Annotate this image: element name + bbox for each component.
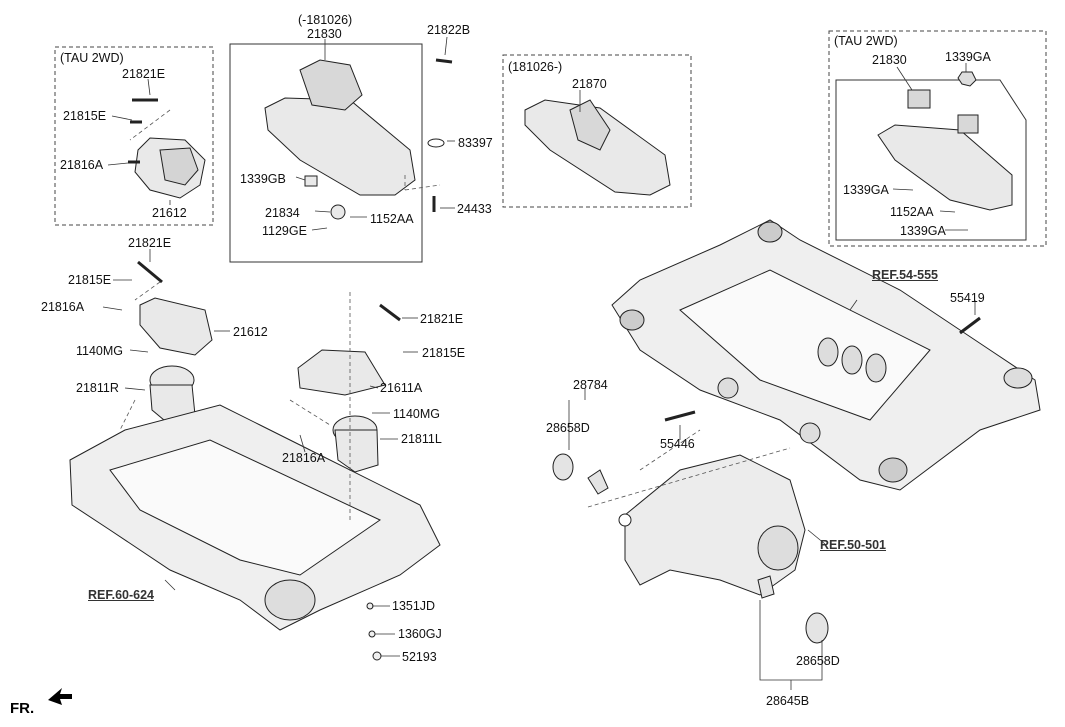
part-label[interactable]: 21821E	[420, 312, 464, 326]
box-label-center-right-date: (181026-)	[508, 60, 563, 74]
front-direction-arrow-icon	[48, 688, 72, 705]
front-direction-label: FR.	[10, 700, 35, 717]
part-label[interactable]: 21816A	[282, 451, 326, 465]
part-label[interactable]: 1339GA	[945, 50, 991, 64]
part-label[interactable]: 52193	[402, 650, 437, 664]
part-label[interactable]: 21821E	[128, 236, 172, 250]
part-label[interactable]: 1140MG	[393, 407, 441, 421]
box-center-top	[229, 43, 423, 263]
rear-subframe	[611, 219, 1041, 491]
box-label-tau-2wd-right: (TAU 2WD)	[834, 34, 898, 48]
box-tau-2wd-left	[54, 46, 214, 226]
part-label[interactable]: 21816A	[41, 300, 85, 314]
part-label[interactable]: 1351JD	[392, 599, 436, 613]
part-label[interactable]: 28658D	[546, 421, 590, 435]
rear-differential	[618, 454, 806, 596]
part-label[interactable]: 21830	[872, 53, 907, 67]
part-label[interactable]: 21612	[152, 206, 187, 220]
part-label[interactable]: 1360GJ	[398, 627, 442, 641]
engine-mount-left-tau	[128, 98, 206, 199]
part-label[interactable]: 1339GA	[843, 183, 889, 197]
part-label[interactable]: 21834	[265, 206, 300, 220]
part-label[interactable]: 21811R	[76, 381, 119, 395]
transmission-mount-tau-right	[877, 71, 1013, 211]
engine-mount-right	[297, 303, 401, 473]
part-label[interactable]: 21830	[307, 27, 342, 41]
box-tau-2wd-right	[828, 30, 1047, 247]
part-label[interactable]: 21870	[572, 77, 607, 91]
front-subframe	[69, 404, 441, 661]
part-label[interactable]: 83397	[458, 136, 493, 150]
ref-link-60-624[interactable]: REF.60-624	[88, 588, 155, 602]
part-label[interactable]: 1129GE	[262, 224, 307, 238]
part-label[interactable]: 28658D	[796, 654, 840, 668]
box-label-center-top-date: (-181026)	[298, 13, 353, 27]
part-label[interactable]: 28645B	[766, 694, 810, 708]
part-label[interactable]: 1140MG	[76, 344, 124, 358]
box-label-tau-2wd-left: (TAU 2WD)	[60, 51, 124, 65]
part-label[interactable]: 21815E	[422, 346, 466, 360]
part-label[interactable]: 21816A	[60, 158, 104, 172]
part-label[interactable]: 24433	[457, 202, 492, 216]
part-label[interactable]: 21612	[233, 325, 268, 339]
part-label[interactable]: 21611A	[380, 381, 423, 395]
part-label[interactable]: 1339GA	[900, 224, 946, 238]
transmission-mount-right	[524, 99, 671, 196]
box-center-right	[502, 54, 692, 208]
part-label[interactable]: 1339GB	[240, 172, 286, 186]
leader-lines	[102, 36, 976, 690]
ref-link-50-501[interactable]: REF.50-501	[820, 538, 887, 552]
part-label[interactable]: 21815E	[63, 109, 107, 123]
part-label[interactable]: 1152AA	[890, 205, 934, 219]
differential-insulators	[552, 453, 829, 644]
part-label[interactable]: 1152AA	[370, 212, 414, 226]
part-label[interactable]: 21811L	[401, 432, 442, 446]
part-label[interactable]: 21821E	[122, 67, 166, 81]
part-label[interactable]: 55419	[950, 291, 985, 305]
part-label[interactable]: 55446	[660, 437, 695, 451]
ref-link-54-555[interactable]: REF.54-555	[872, 268, 939, 282]
part-label[interactable]: 28784	[573, 378, 608, 392]
part-label[interactable]: 21815E	[68, 273, 112, 287]
part-label[interactable]: 21822B	[427, 23, 471, 37]
dashed-guides	[119, 109, 791, 520]
engine-mount-left	[137, 260, 213, 426]
transmission-mount-center	[264, 58, 453, 220]
